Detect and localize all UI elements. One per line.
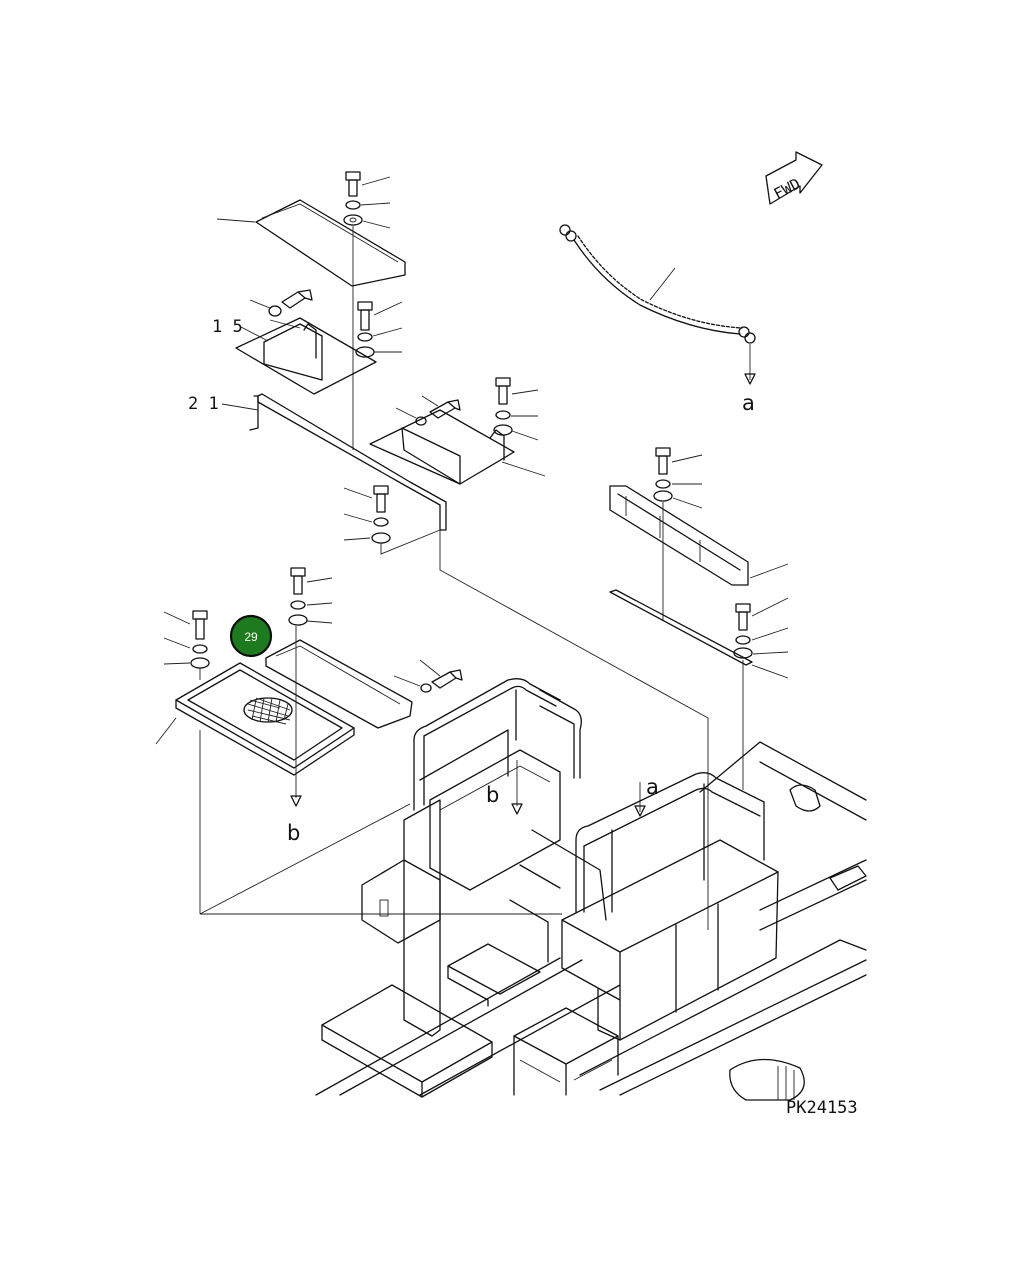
cover-with-mesh bbox=[155, 662, 562, 915]
label-ref-b-left: b bbox=[287, 821, 300, 845]
rail-21: 2 1 bbox=[188, 393, 447, 531]
leader-rail-to-frame bbox=[439, 530, 709, 930]
bolt-stack-top bbox=[343, 171, 391, 450]
bolt-stack-rail-end bbox=[343, 485, 441, 555]
label-ref-b-center: b bbox=[486, 783, 499, 807]
fwd-arrow-text: FWD bbox=[771, 175, 803, 204]
chain-cable: a bbox=[559, 224, 756, 415]
drawing-code: PK24153 bbox=[786, 1098, 858, 1118]
bracket-15: 1 5 bbox=[212, 317, 377, 395]
bolt-horizontal-plate bbox=[393, 659, 463, 693]
bolt-horizontal-right bbox=[395, 395, 461, 426]
bolt-stack-right bbox=[493, 377, 539, 441]
bar-right bbox=[609, 589, 789, 790]
top-cover-plate bbox=[216, 199, 406, 287]
bracket-frame-right bbox=[609, 447, 789, 620]
label-part-21: 2 1 bbox=[188, 394, 219, 414]
machine-frame: b a bbox=[315, 678, 867, 1101]
callout-badge-29[interactable]: 29 bbox=[229, 614, 273, 658]
label-part-15: 1 5 bbox=[212, 317, 243, 337]
mesh-grille-icon bbox=[247, 697, 291, 725]
bolt-stack-cover-left bbox=[163, 610, 210, 680]
callout-number: 29 bbox=[244, 630, 258, 644]
bolt-stack-middle bbox=[355, 301, 403, 358]
bracket-right bbox=[369, 409, 546, 485]
plate-center: b bbox=[265, 567, 413, 845]
fwd-arrow-icon: FWD bbox=[765, 151, 823, 205]
bolt-horizontal-15 bbox=[249, 289, 313, 329]
label-ref-a-top: a bbox=[742, 391, 755, 415]
